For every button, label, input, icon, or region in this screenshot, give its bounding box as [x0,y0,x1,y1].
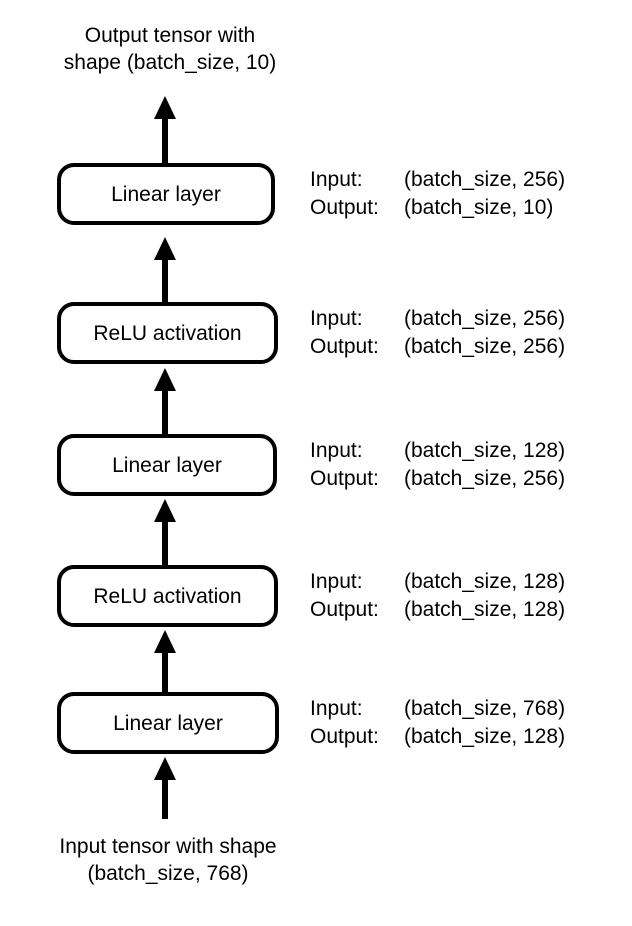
input-tensor-caption: Input tensor with shape (batch_size, 768… [59,835,277,885]
io-input-shape: (batch_size, 128) [404,570,566,593]
io-input-shape: (batch_size, 768) [404,697,566,720]
io-output-shape: (batch_size, 256) [404,467,566,490]
io-output-row: Output: (batch_size, 256) [310,333,565,361]
io-output-label: Output: [310,725,379,748]
io-input-label: Input: [310,570,363,593]
io-input-shape: (batch_size, 256) [404,168,566,191]
arrow-up-icon [152,96,178,164]
arrow-up-icon [152,499,178,566]
io-annotation-node-2: Input: (batch_size, 128) Output: (batch_si… [310,437,565,493]
io-input-row: Input: (batch_size, 256) [310,305,565,333]
node-relu-activation-lower[interactable]: ReLU activation [57,565,278,627]
node-linear-layer-output[interactable]: Linear layer [57,163,275,225]
io-output-shape: (batch_size, 128) [404,598,566,621]
io-output-label: Output: [310,598,379,621]
io-output-label: Output: [310,335,379,358]
arrow-up-icon [152,630,178,693]
io-input-shape: (batch_size, 256) [404,307,566,330]
io-input-label: Input: [310,168,363,191]
node-label: Linear layer [113,711,223,735]
io-input-label: Input: [310,697,363,720]
io-annotation-node-1: Input: (batch_size, 256) Output: (batch_si… [310,305,565,361]
node-relu-activation-upper[interactable]: ReLU activation [57,302,278,364]
io-input-row: Input: (batch_size, 256) [310,166,565,194]
node-label: Linear layer [111,182,221,206]
io-output-row: Output: (batch_size, 128) [310,596,565,624]
output-tensor-caption: Output tensor with shape (batch_size, 10… [63,24,277,74]
arrow-up-icon [152,368,178,435]
io-output-row: Output: (batch_size, 128) [310,723,565,751]
node-linear-layer-input[interactable]: Linear layer [57,692,279,754]
io-annotation-node-4: Input: (batch_size, 768) Output: (batch_si… [310,695,565,751]
io-input-row: Input: (batch_size, 768) [310,695,565,723]
io-annotation-node-0: Input: (batch_size, 256) Output: (batch_si… [310,166,565,222]
node-label: Linear layer [112,453,222,477]
io-output-row: Output: (batch_size, 256) [310,465,565,493]
io-input-label: Input: [310,307,363,330]
arrow-up-icon [152,237,178,303]
node-linear-layer-middle[interactable]: Linear layer [57,434,277,496]
io-output-shape: (batch_size, 128) [404,725,566,748]
arrow-up-icon [152,757,178,819]
io-input-label: Input: [310,439,363,462]
io-output-label: Output: [310,467,379,490]
io-annotation-node-3: Input: (batch_size, 128) Output: (batch_si… [310,568,565,624]
io-output-shape: (batch_size, 256) [404,335,566,358]
node-label: ReLU activation [93,584,242,608]
io-input-row: Input: (batch_size, 128) [310,568,565,596]
io-input-row: Input: (batch_size, 128) [310,437,565,465]
io-output-row: Output: (batch_size, 10) [310,194,565,222]
io-input-shape: (batch_size, 128) [404,439,566,462]
io-output-shape: (batch_size, 10) [404,196,554,219]
io-output-label: Output: [310,196,379,219]
node-label: ReLU activation [93,321,242,345]
